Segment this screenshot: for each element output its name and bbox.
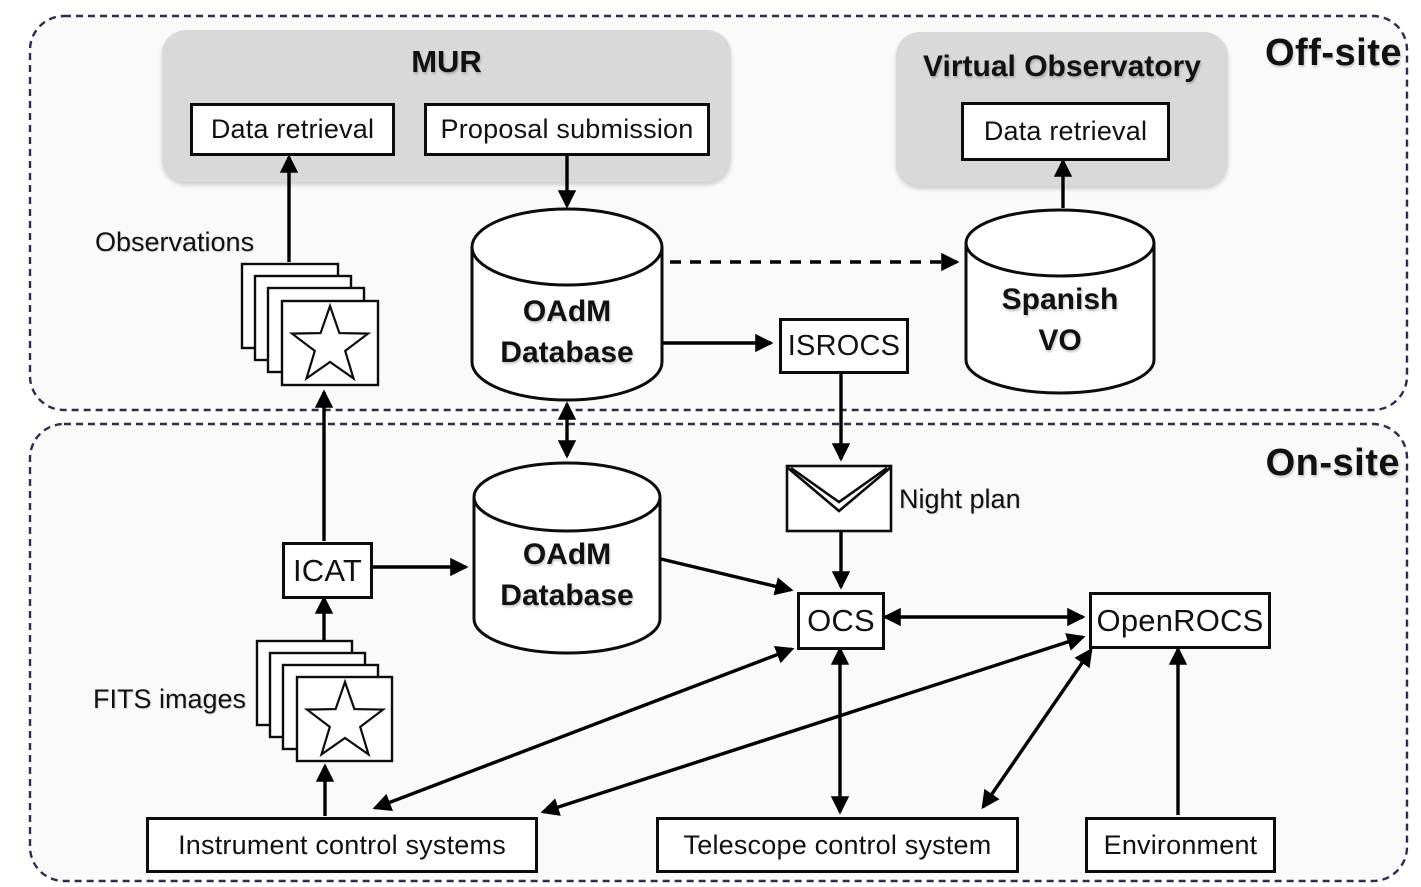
night-plan-label: Night plan	[899, 484, 1021, 514]
spanish-vo-label: Spanish VO	[1001, 283, 1119, 357]
vo-data-retrieval-box: Data retrieval	[961, 102, 1170, 161]
virtual-observatory-group-title: Virtual Observatory	[923, 50, 1201, 83]
onsite-section	[30, 424, 1407, 881]
isrocs-box: ISROCS	[779, 318, 909, 374]
environment-box: Environment	[1085, 817, 1276, 873]
telescope-control-system-box: Telescope control system	[656, 817, 1019, 873]
oadm-database-offsite-label: OAdM Database	[500, 295, 634, 369]
ocs-box: OCS	[797, 592, 885, 650]
mur-group-title: MUR	[411, 44, 482, 79]
instrument-control-systems-box: Instrument control systems	[146, 817, 538, 873]
oadm-database-onsite-label: OAdM Database	[500, 538, 634, 612]
offsite-label: Off-site	[1265, 32, 1402, 74]
observations-label: Observations	[95, 227, 255, 257]
mur-data-retrieval-box: Data retrieval	[190, 103, 395, 156]
fits-images-label: FITS images	[93, 684, 247, 714]
openrocs-box: OpenROCS	[1089, 592, 1271, 649]
onsite-label: On-site	[1265, 442, 1400, 484]
icat-box: ICAT	[282, 542, 373, 599]
proposal-submission-box: Proposal submission	[424, 103, 710, 156]
